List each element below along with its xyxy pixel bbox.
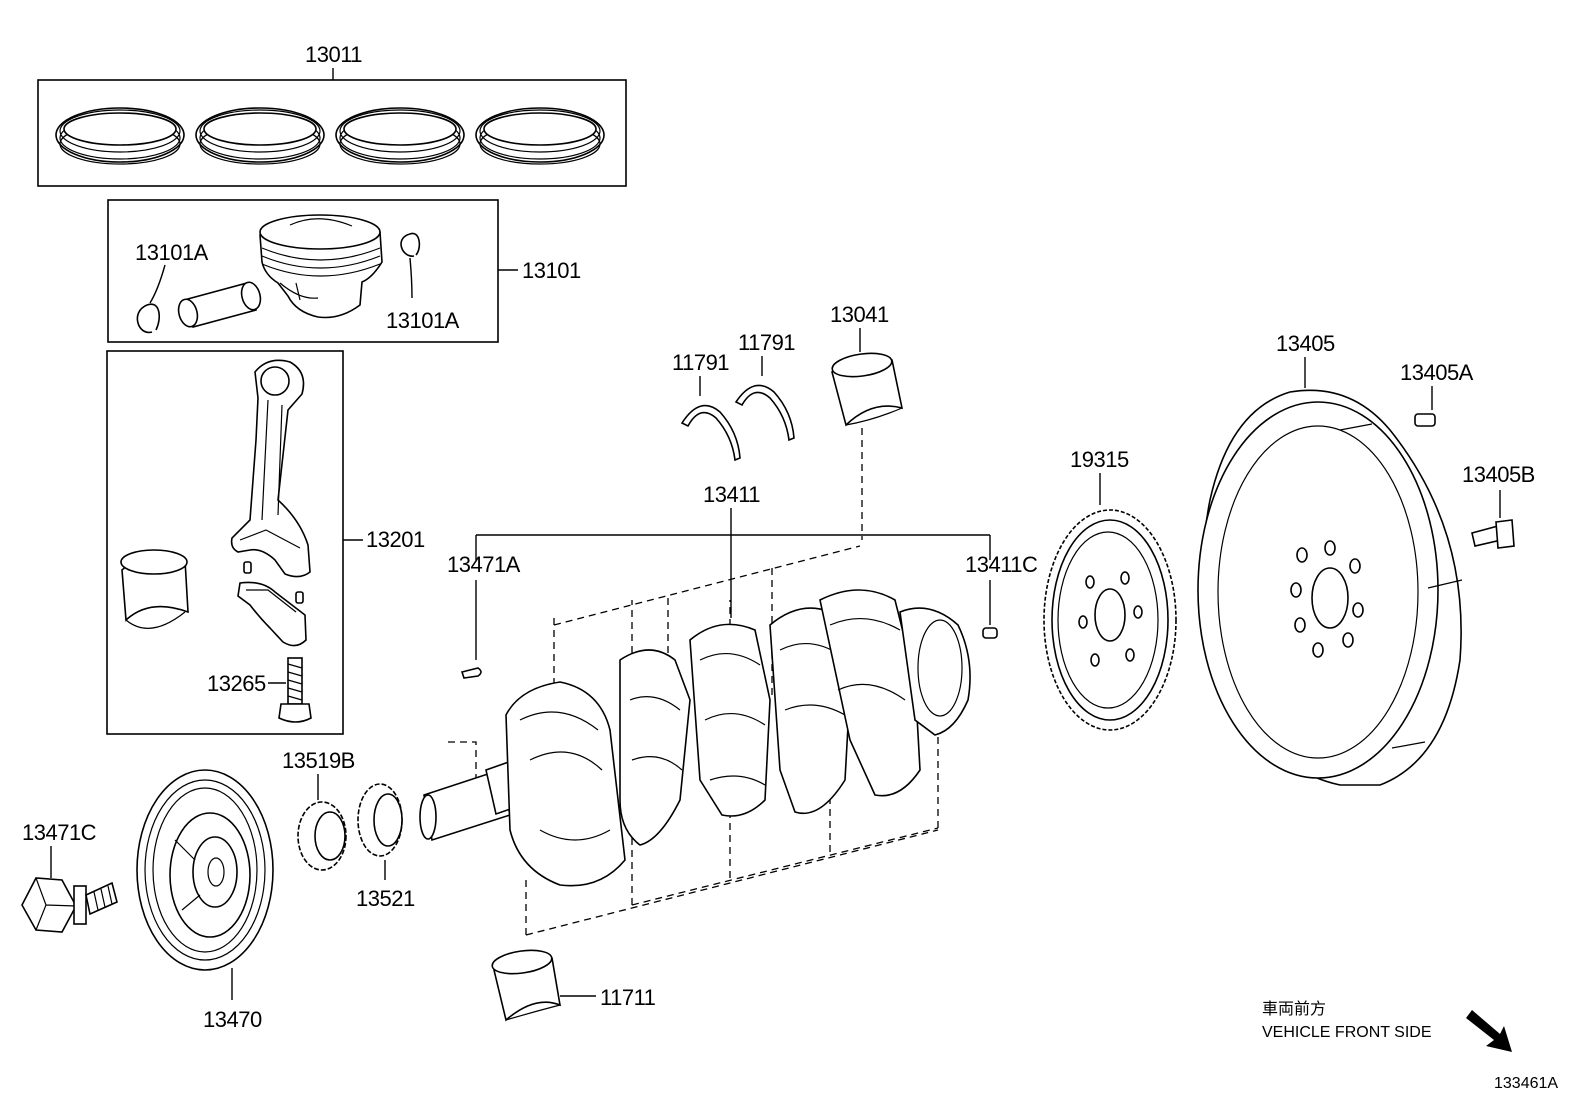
arrow-down-right-icon <box>1466 1010 1512 1052</box>
flywheel-group: 13405 13405A 13405B <box>1197 331 1535 786</box>
piston-set-frame <box>107 199 499 343</box>
flywheel-bolt <box>1471 519 1515 549</box>
label-13405B[interactable]: 13405B <box>1462 462 1535 487</box>
thrust-washer-a <box>680 404 741 462</box>
direction-text-en: VEHICLE FRONT SIDE <box>1262 1024 1432 1041</box>
piston-ring-4 <box>475 107 605 165</box>
direction-note: 車両前方 VEHICLE FRONT SIDE <box>1262 1000 1512 1052</box>
bearing-13041 <box>831 352 904 427</box>
label-11791-a[interactable]: 11791 <box>672 350 730 375</box>
piston-ring-3 <box>335 107 465 165</box>
label-13405A[interactable]: 13405A <box>1400 360 1474 385</box>
thrust-washer-b <box>734 384 795 442</box>
label-13101A-left[interactable]: 13101A <box>135 240 209 265</box>
front-parts-group: 13519B 13521 13470 13471C <box>21 748 656 1032</box>
label-13411C[interactable]: 13411C <box>965 552 1039 577</box>
connecting-rod <box>230 359 311 647</box>
snap-ring-right <box>400 232 421 257</box>
signal-plate-group: 19315 <box>1043 447 1177 731</box>
piston-ring-set-group: 13011 <box>37 42 627 187</box>
label-13411[interactable]: 13411 <box>703 482 761 507</box>
direction-text-jp: 車両前方 <box>1262 1000 1326 1018</box>
connecting-rod-group: 13201 13265 <box>106 350 425 735</box>
label-13101A-right[interactable]: 13101A <box>386 308 460 333</box>
snap-ring-left <box>136 303 161 334</box>
label-13471C[interactable]: 13471C <box>22 820 97 845</box>
label-13011[interactable]: 13011 <box>305 42 363 67</box>
label-11711[interactable]: 11711 <box>600 985 656 1010</box>
pulley-bolt <box>21 877 118 933</box>
flywheel <box>1197 389 1463 786</box>
ring-set-frame <box>37 79 627 187</box>
flywheel-dowel-pin <box>1414 413 1436 427</box>
label-13201[interactable]: 13201 <box>366 527 425 552</box>
label-11791-b[interactable]: 11791 <box>738 330 796 355</box>
label-13041[interactable]: 13041 <box>830 302 889 327</box>
label-19315[interactable]: 19315 <box>1070 447 1129 472</box>
rod-cap <box>237 581 307 647</box>
crank-timing-gear <box>357 783 403 857</box>
rod-bearing <box>120 549 189 629</box>
crankshaft-group: 13411 13471A 13411C <box>419 482 1039 936</box>
crank-pulley <box>136 769 274 971</box>
crank-pin-left <box>460 667 482 679</box>
label-13519B[interactable]: 13519B <box>282 748 355 773</box>
label-13101[interactable]: 13101 <box>522 258 581 283</box>
thrust-washers-group: 11791 11791 <box>672 330 796 462</box>
timing-gear-13519B <box>297 801 347 871</box>
label-13405[interactable]: 13405 <box>1276 331 1335 356</box>
piston-ring-2 <box>195 107 325 165</box>
label-13470[interactable]: 13470 <box>203 1007 262 1032</box>
piston-ring-1 <box>55 107 185 165</box>
piston <box>259 214 383 319</box>
piston-set-group: 13101 13101A 13101A <box>107 199 581 343</box>
crankshaft <box>419 589 971 887</box>
connecting-rod-frame <box>106 350 344 735</box>
bearing-13041-group: 13041 <box>830 302 904 540</box>
label-13265[interactable]: 13265 <box>207 671 266 696</box>
signal-plate <box>1043 509 1177 731</box>
label-13521[interactable]: 13521 <box>356 886 415 911</box>
crank-pin-right <box>982 627 998 639</box>
rod-bolt <box>278 657 312 723</box>
main-bearing <box>491 949 562 1022</box>
label-13471A[interactable]: 13471A <box>447 552 521 577</box>
piston-pin <box>177 281 262 328</box>
illustration-id: 133461A <box>1494 1075 1558 1092</box>
